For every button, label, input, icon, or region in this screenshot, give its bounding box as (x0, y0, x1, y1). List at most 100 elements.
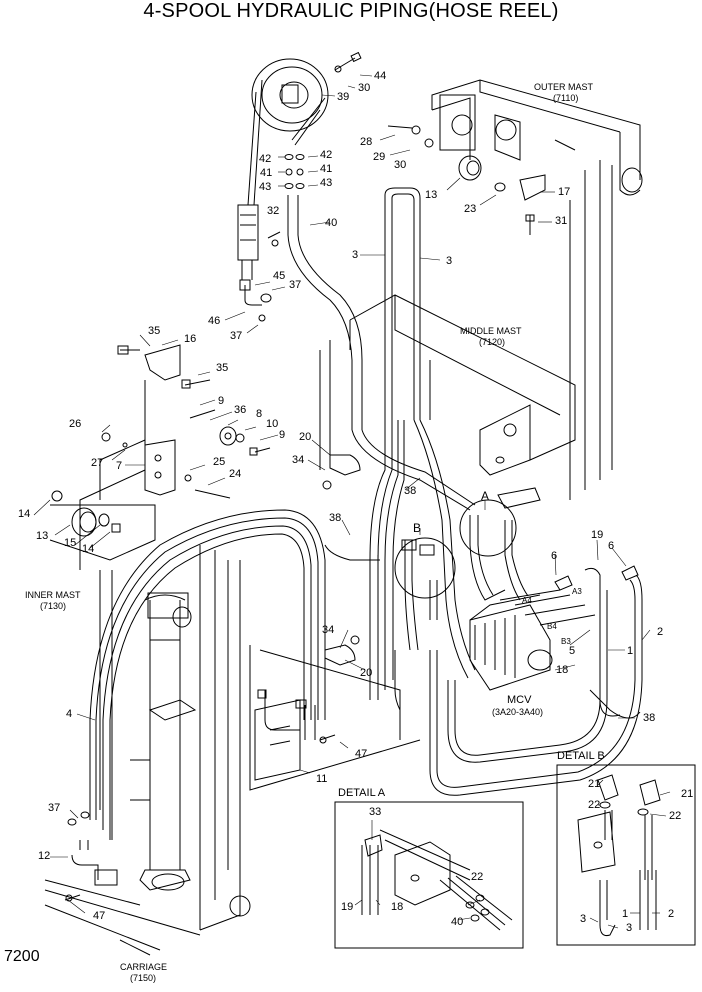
callout-19: 19 (341, 901, 354, 913)
callout-19: 19 (591, 529, 604, 541)
callout-4: 4 (66, 708, 73, 720)
callout-13: 13 (425, 189, 438, 201)
callout-1: 1 (627, 645, 634, 657)
callout-22: 22 (669, 810, 682, 822)
detail-b-marker: B (413, 521, 422, 535)
port-b3: B3 (561, 637, 571, 646)
callout-10: 10 (266, 418, 279, 430)
callout-43: 43 (259, 181, 272, 193)
callout-42: 42 (259, 153, 272, 165)
callout-21: 21 (681, 788, 694, 800)
callout-37: 37 (48, 802, 61, 814)
callout-43: 43 (320, 177, 333, 189)
callout-7: 7 (116, 460, 123, 472)
callout-30: 30 (394, 159, 407, 171)
callout-35: 35 (216, 362, 229, 374)
callout-32: 32 (267, 205, 280, 217)
middle-mast-label: MIDDLE MAST (460, 326, 522, 336)
middle-mast-code: (7120) (479, 337, 506, 347)
callout-26: 26 (69, 418, 82, 430)
callout-13: 13 (36, 530, 49, 542)
callout-11: 11 (316, 773, 328, 785)
callout-33: 33 (369, 806, 382, 818)
callout-5: 5 (569, 645, 576, 657)
callout-1: 1 (622, 908, 629, 920)
callout-20: 20 (299, 431, 312, 443)
callout-18: 18 (556, 664, 569, 676)
callout-18: 18 (391, 901, 404, 913)
callout-6: 6 (551, 550, 558, 562)
mcv-valve (469, 589, 596, 691)
inner-mast-code: (7130) (40, 601, 67, 611)
port-a3: A3 (572, 587, 582, 596)
callout-3: 3 (352, 249, 359, 261)
callout-47: 47 (355, 748, 368, 760)
callout-37: 37 (230, 330, 243, 342)
callout-46: 46 (208, 315, 221, 327)
callout-3: 3 (626, 922, 633, 934)
callout-38: 38 (404, 485, 417, 497)
callout-41: 41 (320, 163, 333, 175)
detail-a-box (334, 801, 524, 949)
callout-17: 17 (558, 186, 571, 198)
callout-21: 21 (588, 778, 601, 790)
detail-b-box (556, 764, 696, 946)
callout-14: 14 (82, 543, 95, 555)
callout-47: 47 (93, 910, 106, 922)
callout-28: 28 (360, 136, 373, 148)
callout-38: 38 (643, 712, 656, 724)
outer-mast-code: (7110) (553, 93, 579, 103)
callout-44: 44 (374, 70, 387, 82)
callout-31: 31 (555, 215, 568, 227)
outer-mast-label: OUTER MAST (534, 82, 594, 92)
callout-35: 35 (148, 325, 161, 337)
page-title: 4-SPOOL HYDRAULIC PIPING(HOSE REEL) (143, 0, 559, 22)
callout-2: 2 (668, 908, 675, 920)
callout-38: 38 (329, 512, 342, 524)
callout-9: 9 (279, 429, 286, 441)
callout-34: 34 (292, 454, 305, 466)
callout-16: 16 (184, 333, 197, 345)
inner-mast (99, 545, 251, 931)
port-b4: B4 (547, 622, 557, 631)
carriage-code: (7150) (130, 973, 157, 983)
callout-41: 41 (260, 167, 273, 179)
callout-40: 40 (451, 916, 464, 928)
callout-29: 29 (373, 151, 386, 163)
callout-14: 14 (18, 508, 31, 520)
detail-a-marker: A (481, 489, 490, 503)
hose-reel (237, 58, 329, 280)
inner-mast-label: INNER MAST (25, 590, 81, 600)
detail-b-title: DETAIL B (557, 750, 605, 762)
callout-9: 9 (218, 395, 225, 407)
callout-15: 15 (64, 537, 77, 549)
callout-24: 24 (229, 468, 242, 480)
carriage-label: CARRIAGE (120, 962, 168, 972)
port-a4: A4 (522, 596, 532, 605)
callout-22: 22 (588, 799, 601, 811)
mcv-label: MCV (507, 694, 532, 706)
callout-37: 37 (289, 279, 302, 291)
callout-36: 36 (234, 404, 247, 416)
callout-45: 45 (273, 270, 286, 282)
callout-2: 2 (657, 626, 664, 638)
mcv-code: (3A20-3A40) (492, 707, 544, 717)
callout-8: 8 (256, 408, 263, 420)
middle-mast (319, 294, 576, 509)
outer-mast (431, 79, 643, 500)
page-code: 7200 (4, 948, 40, 965)
callout-27: 27 (91, 457, 104, 469)
callout-25: 25 (213, 456, 226, 468)
detail-a-title: DETAIL A (338, 787, 386, 799)
callout-40: 40 (325, 217, 338, 229)
callout-34: 34 (322, 624, 335, 636)
callout-22: 22 (471, 871, 484, 883)
callout-3: 3 (580, 913, 587, 925)
callout-30: 30 (358, 82, 371, 94)
callout-42: 42 (320, 149, 333, 161)
callout-39: 39 (337, 91, 350, 103)
callout-20: 20 (360, 667, 373, 679)
callout-6: 6 (608, 540, 615, 552)
callout-23: 23 (464, 203, 477, 215)
